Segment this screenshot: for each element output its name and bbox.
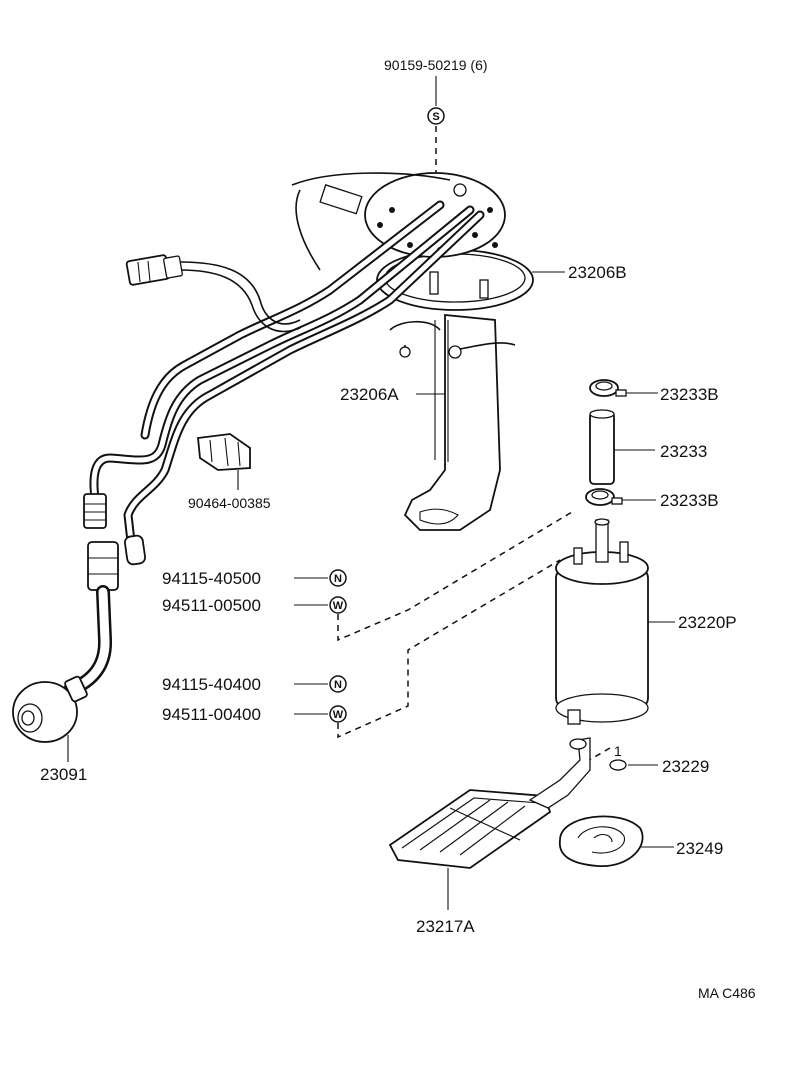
label-pump-bracket: 23206A (340, 385, 399, 404)
nut-symbol-1: N (329, 569, 347, 587)
label-small-part: 23229 (662, 757, 709, 776)
hose-part (589, 409, 615, 485)
screw-symbol: S (427, 107, 445, 125)
cover-connector (319, 184, 363, 215)
clamp-part (197, 433, 251, 471)
cushion-part (559, 815, 644, 867)
hanging-bracket (403, 314, 501, 531)
hose-upper-fitting (87, 541, 119, 591)
fuel-pump-part (555, 518, 649, 725)
small-part (609, 759, 627, 771)
label-quantity-one: 1 (614, 743, 622, 759)
nut-symbol-2-letter: N (334, 679, 342, 691)
filter-part (388, 737, 591, 869)
label-screw: 90159-50219 (6) (384, 57, 488, 73)
footer-code: MA C486 (698, 985, 756, 1001)
pump-bracket-assembly (291, 172, 534, 531)
label-fuel-pump: 23220P (678, 613, 737, 632)
nut-symbol-1-letter: N (334, 573, 342, 585)
label-pump-bracket-top: 23206B (568, 263, 627, 282)
label-filter: 23217A (416, 917, 475, 936)
washer-symbol-2-letter: W (333, 709, 344, 721)
clip-lower-part (585, 488, 623, 506)
label-fuel-hose-assy: 23091 (40, 765, 87, 784)
wire-harness (125, 254, 301, 333)
washer-symbol-1: W (329, 596, 347, 614)
washer-symbol-2: W (329, 705, 347, 723)
fitting-right (124, 534, 146, 566)
fuel-hose-assembly (12, 541, 119, 743)
nut-symbol-2: N (329, 675, 347, 693)
fuel-tubes (89, 200, 485, 555)
washer-symbol-1-letter: W (333, 600, 344, 612)
label-clamp: 90464-00385 (188, 495, 271, 511)
dashed-leader-group-2 (337, 559, 561, 739)
label-clip-upper: 23233B (660, 385, 719, 404)
label-washer-2: 94511-00400 (162, 705, 261, 724)
label-clip-lower: 23233B (660, 491, 719, 510)
dashed-leader-group-1 (337, 511, 573, 642)
label-nut-2: 94115-40400 (162, 675, 261, 694)
fitting-left (83, 493, 107, 529)
screw-symbol-letter: S (432, 111, 439, 123)
label-nut-1: 94115-40500 (162, 569, 261, 588)
label-hose: 23233 (660, 442, 707, 461)
label-washer-1: 94511-00500 (162, 596, 261, 615)
tube-fittings (83, 493, 146, 566)
label-cushion: 23249 (676, 839, 723, 858)
clip-upper-part (589, 379, 627, 397)
